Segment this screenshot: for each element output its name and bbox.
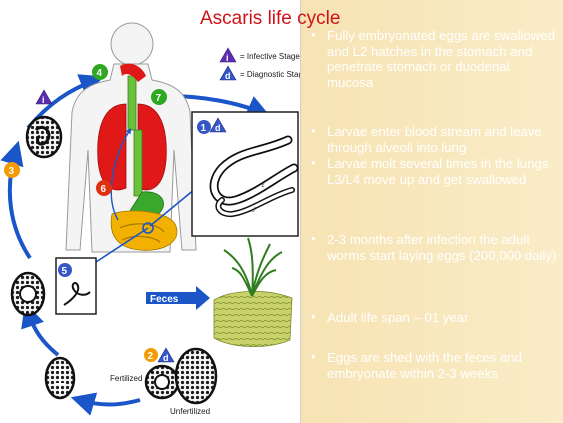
stage-2-eggs: 2 d Fertilized Unfertilized bbox=[110, 348, 216, 416]
esophagus bbox=[134, 130, 142, 196]
larva-box: 5 bbox=[56, 258, 96, 314]
infective-stage-glyph: i bbox=[226, 53, 229, 63]
stage-3-label: 3 bbox=[9, 166, 15, 177]
grass-soil bbox=[214, 238, 292, 347]
stage-2-label: 2 bbox=[148, 351, 154, 362]
stage-5-label: 5 bbox=[62, 266, 68, 277]
bullet-dot: • bbox=[311, 155, 316, 171]
bullet-item: • Adult life span – 01 year bbox=[309, 310, 557, 326]
bullet-text: Larvae enter blood stream and leave thro… bbox=[327, 124, 542, 155]
head bbox=[111, 23, 153, 65]
diagnostic-stage-glyph: d bbox=[225, 71, 231, 81]
cycle-arrow-bottom-left bbox=[28, 312, 58, 355]
bullet-text: Eggs are shed with the feces and embryon… bbox=[327, 350, 522, 381]
stage-badge-6: 6 bbox=[96, 180, 112, 196]
female-symbol: ♀ bbox=[259, 180, 267, 191]
unfertilized-label: Unfertilized bbox=[170, 407, 210, 416]
infective-marker-glyph: i bbox=[42, 95, 45, 105]
fertilized-label: Fertilized bbox=[110, 374, 142, 383]
bullet-item: • 2-3 months after infection the adult wo… bbox=[309, 232, 557, 263]
stage-2-diagnostic-glyph: d bbox=[163, 353, 169, 363]
feces-label: Feces bbox=[150, 294, 179, 305]
diagram-canvas: i = Infective Stage d = Diagnostic Stage… bbox=[0, 0, 300, 423]
bullet-dot: • bbox=[311, 349, 316, 365]
adult-worm-box: 1 d ♀ ♂ bbox=[192, 112, 298, 236]
legend-infective-label: = Infective Stage bbox=[240, 52, 300, 61]
slide-title: Ascaris life cycle bbox=[200, 8, 340, 30]
life-cycle-diagram: i = Infective Stage d = Diagnostic Stage… bbox=[0, 0, 301, 423]
stage-7-label: 7 bbox=[156, 93, 162, 104]
stage-badge-7: 7 bbox=[151, 89, 167, 105]
bullet-item: • Larvae molt several times in the lungs … bbox=[309, 156, 557, 187]
unfertilized-egg bbox=[176, 349, 216, 403]
stage-badge-3: 3 bbox=[4, 162, 20, 178]
bullet-dot: • bbox=[311, 123, 316, 139]
stage-1-label: 1 bbox=[201, 123, 207, 134]
bullet-dot: • bbox=[311, 309, 316, 325]
human-figure bbox=[66, 23, 212, 262]
bullet-item: • Fully embryonated eggs are swallowed an… bbox=[309, 28, 557, 90]
bullet-dot: • bbox=[311, 231, 316, 247]
stage-4-label: 4 bbox=[97, 68, 103, 79]
legend-diagnostic-label: = Diagnostic Stage bbox=[240, 70, 300, 79]
bullet-text: 2-3 months after infection the adult wor… bbox=[327, 232, 556, 263]
feces-arrow: Feces bbox=[146, 286, 210, 310]
bullet-text: Fully embryonated eggs are swallowed and… bbox=[327, 28, 555, 90]
bullet-item: • Larvae enter blood stream and leave thr… bbox=[309, 124, 557, 155]
male-symbol: ♂ bbox=[250, 205, 258, 216]
bullet-item: • Eggs are shed with the feces and embryo… bbox=[309, 350, 557, 381]
fertilized-egg-core bbox=[155, 375, 169, 389]
legend: i = Infective Stage d = Diagnostic Stage bbox=[220, 48, 300, 81]
bullet-dot: • bbox=[311, 27, 316, 43]
bullet-text: Larvae molt several times in the lungs L… bbox=[327, 156, 548, 187]
bullet-text: Adult life span – 01 year bbox=[327, 310, 469, 325]
stage-1-diagnostic-glyph: d bbox=[215, 123, 221, 133]
embryonated-egg bbox=[27, 117, 61, 157]
stage-badge-4: 4 bbox=[92, 64, 108, 80]
cycle-arrow-bottom bbox=[80, 400, 140, 405]
stage-6-label: 6 bbox=[101, 184, 107, 195]
trachea bbox=[128, 76, 136, 130]
